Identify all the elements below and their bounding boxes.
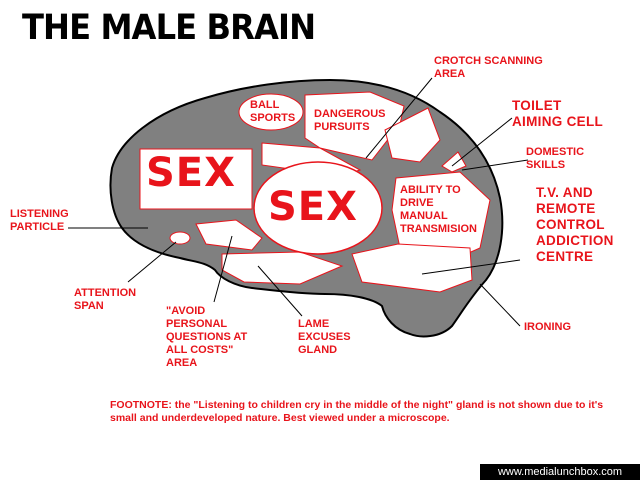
attention-span-region bbox=[169, 231, 191, 245]
attention-span-label: ATTENTION SPAN bbox=[74, 287, 137, 312]
dangerous-pursuits-region bbox=[304, 91, 405, 161]
crotch-scanning-label: CROTCH SCANNING AREA bbox=[434, 55, 543, 80]
sex-box-region bbox=[139, 148, 253, 210]
line-avoid bbox=[213, 235, 233, 303]
line-domestic bbox=[461, 159, 529, 171]
ability-to-drive-label: ABILITY TO DRIVE MANUAL TRANSMISION bbox=[400, 184, 477, 235]
line-toilet bbox=[451, 117, 513, 167]
tv-remote-label: T.V. AND REMOTE CONTROL ADDICTION CENTRE bbox=[536, 185, 614, 264]
toilet-aiming-label: TOILET AIMING CELL bbox=[512, 98, 604, 129]
sex-region-label-center: SEX bbox=[268, 184, 358, 230]
credit-link[interactable]: www.medialunchbox.com bbox=[480, 464, 640, 480]
ball-sports-region bbox=[238, 93, 304, 131]
page-title: THE MALE BRAIN bbox=[22, 8, 316, 48]
lame-excuses-label: LAME EXCUSES GLAND bbox=[298, 318, 351, 356]
lower-right-region bbox=[351, 243, 473, 293]
domestic-skills-region bbox=[441, 151, 467, 173]
avoid-questions-region bbox=[195, 219, 263, 251]
domestic-skills-label: DOMESTIC SKILLS bbox=[526, 146, 585, 171]
line-attention bbox=[127, 241, 177, 283]
line-ironing bbox=[479, 283, 521, 327]
sex-center-region bbox=[253, 161, 383, 255]
listening-particle-label: LISTENING PARTICLE bbox=[10, 208, 69, 233]
line-lame bbox=[257, 265, 303, 317]
ball-sports-label: BALL SPORTS bbox=[250, 99, 296, 124]
line-tv bbox=[421, 259, 521, 275]
footnote: FOOTNOTE: the "Listening to children cry… bbox=[110, 399, 604, 424]
ironing-label: IRONING bbox=[524, 321, 572, 333]
upper-right-region bbox=[384, 107, 441, 163]
avoid-personal-label: "AVOID PERSONAL QUESTIONS AT ALL COSTS" … bbox=[166, 305, 248, 369]
line-crotch bbox=[365, 77, 433, 159]
sex-region-label-left: SEX bbox=[146, 150, 236, 196]
dangerous-pursuits-label: DANGEROUS PURSUITS bbox=[314, 108, 386, 133]
